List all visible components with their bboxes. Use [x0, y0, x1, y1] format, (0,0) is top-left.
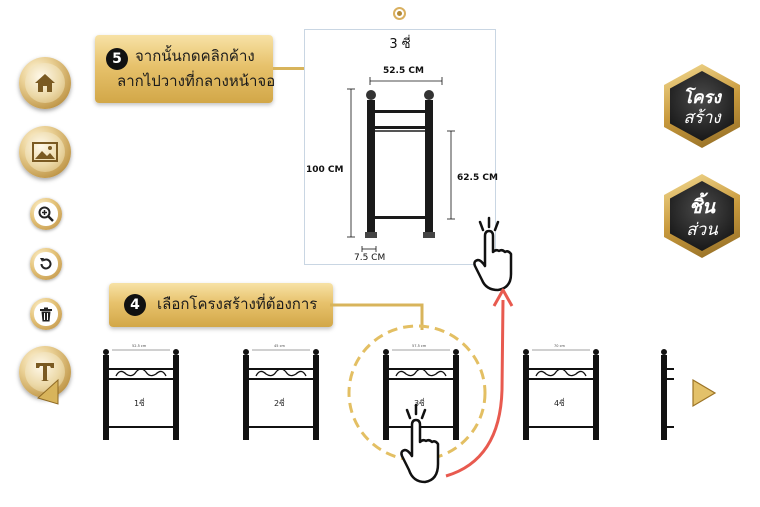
corner-arrow-icon — [37, 378, 59, 405]
thumbnail-4-slot[interactable]: 70 cm 4ซี่ — [518, 344, 604, 444]
thumbnail-1-gate — [103, 349, 179, 440]
thumbnail-4-width: 70 cm — [554, 344, 565, 348]
delete-button[interactable] — [30, 298, 62, 330]
thumbnail-2-width: 45 cm — [274, 344, 285, 348]
step5-banner: 5 จากนั้นกดคลิกค้าง ลากไปวางที่กลางหน้าจ… — [95, 35, 276, 103]
step4-text: เลือกโครงสร้างที่ต้องการ — [157, 295, 318, 313]
step5-connector — [273, 67, 304, 70]
thumbnail-2-label: 2ซี่ — [274, 399, 285, 408]
structure-tab-button[interactable]: โครง สร้าง — [664, 64, 740, 148]
thumbnail-4-label: 4ซี่ — [554, 399, 565, 408]
click-hand-icon — [400, 403, 440, 484]
step4-connector — [330, 303, 424, 330]
step5-line1: จากนั้นกดคลิกค้าง — [135, 47, 255, 65]
canvas-title: 3 ซี่ — [389, 37, 411, 52]
width-dimension-line — [369, 77, 443, 85]
width-label: 52.5 CM — [383, 66, 424, 76]
structure-tab-line1: โครง — [683, 88, 721, 108]
image-button[interactable] — [19, 126, 71, 178]
thumbnail-3-label: 3ซี่ — [414, 399, 425, 408]
inner-height-dimension-line — [447, 130, 455, 220]
parts-tab-line1: ชิ้น — [689, 196, 715, 218]
image-icon — [31, 141, 58, 162]
thumbnail-4-gate — [523, 349, 599, 440]
inner-height-label: 62.5 CM — [457, 173, 498, 183]
next-arrow-icon[interactable] — [690, 378, 718, 408]
height-dimension-line — [347, 88, 355, 238]
thumbnail-5-partial[interactable] — [660, 348, 674, 442]
zoom-in-icon — [38, 206, 54, 222]
thumbnail-3-width: 57.5 cm — [412, 344, 427, 348]
spacing-label: 7.5 CM — [354, 253, 386, 263]
gate-frame-drawing — [365, 90, 435, 238]
drag-arrow — [445, 288, 514, 478]
text-button[interactable] — [19, 346, 71, 398]
trash-icon — [40, 307, 52, 321]
step4-banner: 4 เลือกโครงสร้างที่ต้องการ — [109, 283, 333, 327]
thumbnail-2-gate — [243, 349, 319, 440]
parts-tab-button[interactable]: ชิ้น ส่วน — [664, 174, 740, 258]
hand-pointer-icon — [473, 216, 513, 292]
step5-number: 5 — [106, 48, 128, 70]
thumbnail-1-label: 1ซี่ — [134, 399, 145, 408]
home-icon — [34, 73, 55, 92]
rotate-icon — [40, 258, 52, 270]
thumbnail-1-width: 52.5 cm — [132, 344, 147, 348]
rotate-button[interactable] — [30, 248, 62, 280]
thumbnail-1-slot[interactable]: 52.5 cm 1ซี่ — [98, 344, 184, 444]
zoom-button[interactable] — [30, 198, 62, 230]
thumbnail-2-slot[interactable]: 45 cm 2ซี่ — [238, 344, 324, 444]
rotate-handle-icon[interactable] — [393, 7, 406, 20]
design-canvas[interactable]: 3 ซี่ 52.5 CM 100 CM 62.5 CM 7. — [304, 29, 498, 265]
step4-number: 4 — [124, 294, 146, 316]
home-button[interactable] — [19, 57, 71, 109]
text-icon — [35, 362, 54, 381]
step5-line2: ลากไปวางที่กลางหน้าจอ — [117, 72, 276, 90]
spacing-dimension-line — [361, 246, 377, 252]
height-label: 100 CM — [306, 165, 344, 175]
structure-tab-line2: สร้าง — [683, 108, 721, 128]
parts-tab-line2: ส่วน — [686, 220, 718, 240]
